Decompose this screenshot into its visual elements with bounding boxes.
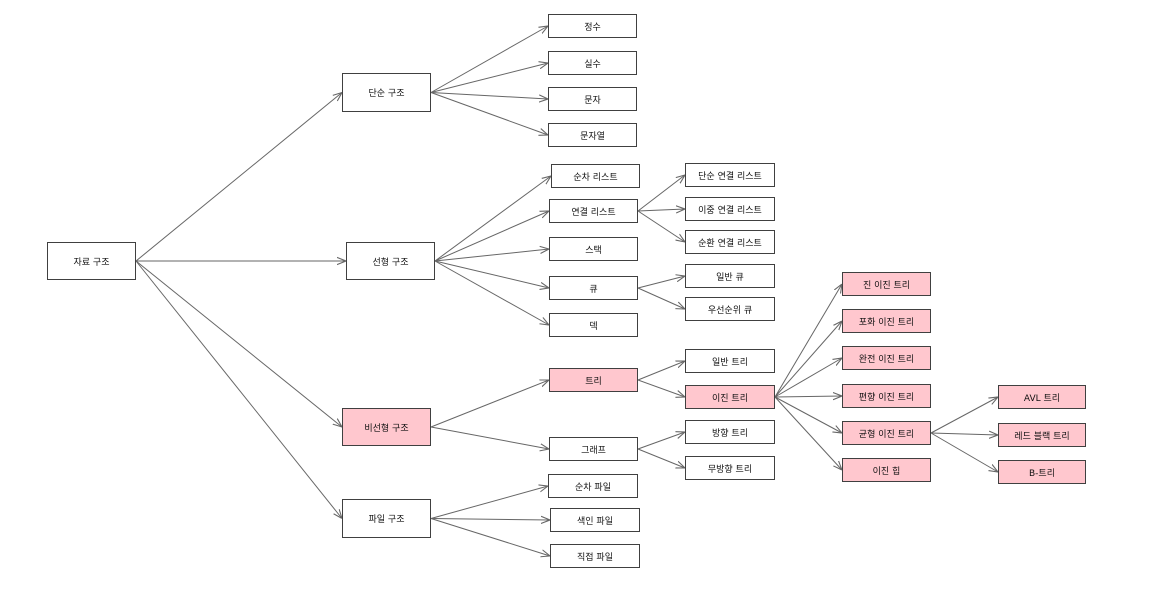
node-normal-queue[interactable]: 일반 큐: [685, 264, 775, 288]
edge-linear-to-seqlist: [434, 176, 551, 262]
edge-file-to-directfile: [430, 518, 550, 557]
edge-nonlinear-to-tree: [430, 380, 549, 428]
edge-binarytree-to-balancedbin: [774, 396, 842, 433]
node-string[interactable]: 문자열: [548, 123, 637, 147]
edge-linear-to-linkedlist: [434, 211, 549, 262]
node-single-linked-list[interactable]: 단순 연결 리스트: [685, 163, 775, 187]
edge-simple-to-string: [430, 92, 548, 136]
edge-root-to-simple: [135, 93, 342, 262]
node-skewed-binary-tree[interactable]: 편향 이진 트리: [842, 384, 931, 408]
node-direct-file[interactable]: 직접 파일: [550, 544, 640, 568]
edge-balancedbin-to-redblack: [930, 433, 998, 435]
edge-root-to-nonlinear: [135, 260, 342, 427]
edge-file-to-indexfile: [430, 519, 550, 521]
edge-simple-to-integer: [430, 26, 548, 93]
node-linear-structure[interactable]: 선형 구조: [346, 242, 435, 280]
node-complete-binary-tree[interactable]: 완전 이진 트리: [842, 346, 931, 370]
edge-tree-to-generaltree: [637, 361, 685, 381]
edge-balancedbin-to-avl: [930, 397, 998, 434]
edge-graph-to-directed: [637, 432, 685, 450]
edge-balancedbin-to-btree: [930, 432, 998, 472]
edge-linear-to-queue: [434, 260, 549, 288]
node-sequential-file[interactable]: 순차 파일: [548, 474, 638, 498]
node-red-black-tree[interactable]: 레드 블랙 트리: [998, 423, 1086, 447]
node-double-linked-list[interactable]: 이중 연결 리스트: [685, 197, 775, 221]
edge-binarytree-to-completebin: [774, 358, 842, 398]
edge-graph-to-undirected: [637, 448, 685, 468]
node-binary-tree[interactable]: 이진 트리: [685, 385, 775, 409]
node-queue[interactable]: 큐: [549, 276, 638, 300]
edge-linkedlist-to-single: [637, 175, 685, 212]
node-real[interactable]: 실수: [548, 51, 637, 75]
node-binary-heap[interactable]: 이진 힙: [842, 458, 931, 482]
node-balanced-binary-tree[interactable]: 균형 이진 트리: [842, 421, 931, 445]
edge-simple-to-real: [430, 63, 548, 93]
node-root[interactable]: 자료 구조: [47, 242, 136, 280]
node-nonlinear-structure[interactable]: 비선형 구조: [342, 408, 431, 446]
node-priority-queue[interactable]: 우선순위 큐: [685, 297, 775, 321]
edge-queue-to-priorityq: [637, 287, 685, 309]
node-deque[interactable]: 덱: [549, 313, 638, 337]
node-sequential-list[interactable]: 순차 리스트: [551, 164, 640, 188]
edge-binarytree-to-heap: [774, 396, 842, 470]
node-undirected-tree[interactable]: 무방향 트리: [685, 456, 775, 480]
node-full-binary-tree[interactable]: 포화 이진 트리: [842, 309, 931, 333]
edge-nonlinear-to-graph: [430, 426, 549, 449]
edge-simple-to-char: [430, 92, 548, 100]
edge-queue-to-normalq: [637, 276, 685, 289]
edge-tree-to-binarytree: [637, 379, 685, 397]
node-graph[interactable]: 그래프: [549, 437, 638, 461]
node-circular-linked-list[interactable]: 순환 연결 리스트: [685, 230, 775, 254]
edge-file-to-seqfile: [430, 486, 548, 519]
node-index-file[interactable]: 색인 파일: [550, 508, 640, 532]
node-directed-tree[interactable]: 방향 트리: [685, 420, 775, 444]
edge-linkedlist-to-circular: [637, 210, 685, 242]
node-linked-list[interactable]: 연결 리스트: [549, 199, 638, 223]
node-file-structure[interactable]: 파일 구조: [342, 499, 431, 538]
node-avl-tree[interactable]: AVL 트리: [998, 385, 1086, 409]
node-general-tree[interactable]: 일반 트리: [685, 349, 775, 373]
edge-root-to-file: [135, 260, 342, 519]
edge-binarytree-to-truebin: [774, 284, 842, 398]
node-char[interactable]: 문자: [548, 87, 637, 111]
edge-linkedlist-to-double: [637, 209, 685, 211]
edge-linear-to-deque: [434, 260, 549, 325]
node-tree[interactable]: 트리: [549, 368, 638, 392]
node-integer[interactable]: 정수: [548, 14, 637, 38]
edge-binarytree-to-skewedbin: [774, 396, 842, 397]
node-b-tree[interactable]: B-트리: [998, 460, 1086, 484]
node-simple-structure[interactable]: 단순 구조: [342, 73, 431, 112]
node-true-binary-tree[interactable]: 진 이진 트리: [842, 272, 931, 296]
node-stack[interactable]: 스택: [549, 237, 638, 261]
edge-linear-to-stack: [434, 249, 549, 262]
edge-binarytree-to-fullbin: [774, 321, 842, 398]
